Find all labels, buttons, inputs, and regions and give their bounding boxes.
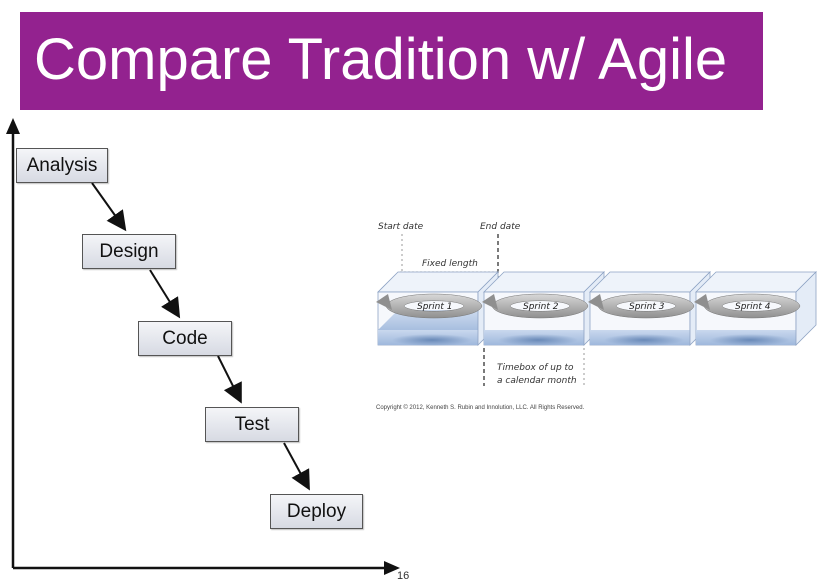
- x-axis-arrowhead: [384, 561, 400, 575]
- sprint-1-box: Sprint 1: [376, 271, 499, 346]
- timebox-label-line1: Timebox of up to: [497, 363, 574, 373]
- slide-title: Compare Tradition w/ Agile: [34, 27, 728, 92]
- arrow-code-test: [217, 355, 242, 404]
- agile-sprint-diagram: Start date End date Fixed length Sprint …: [376, 222, 817, 411]
- waterfall-step-test: Test: [205, 407, 299, 442]
- start-date-label: Start date: [378, 222, 424, 232]
- sprint-2-box: Sprint 2: [482, 271, 605, 346]
- sprint-4-box: Sprint 4: [694, 271, 817, 346]
- sprint-3-label: Sprint 3: [629, 302, 665, 312]
- waterfall-step-analysis: Analysis: [16, 148, 108, 183]
- title-bar: Compare Tradition w/ Agile: [20, 12, 763, 110]
- fixed-length-label: Fixed length: [422, 259, 478, 269]
- waterfall-step-deploy: Deploy: [270, 494, 363, 529]
- waterfall-step-design: Design: [82, 234, 176, 269]
- arrow-design-code: [149, 269, 181, 319]
- sprint-4-label: Sprint 4: [735, 302, 771, 312]
- arrow-test-deploy: [283, 442, 310, 491]
- sprint-3-box: Sprint 3: [588, 271, 711, 346]
- end-date-label: End date: [480, 222, 521, 232]
- sprint-2-label: Sprint 2: [523, 302, 559, 312]
- y-axis-arrowhead: [6, 118, 20, 134]
- slide-number: 16: [397, 570, 410, 582]
- timebox-label-line2: a calendar month: [497, 376, 577, 386]
- arrow-analysis-design: [91, 182, 127, 232]
- copyright-text: Copyright © 2012, Kenneth S. Rubin and I…: [376, 404, 585, 411]
- waterfall-step-code: Code: [138, 321, 232, 356]
- sprint-1-label: Sprint 1: [417, 302, 452, 312]
